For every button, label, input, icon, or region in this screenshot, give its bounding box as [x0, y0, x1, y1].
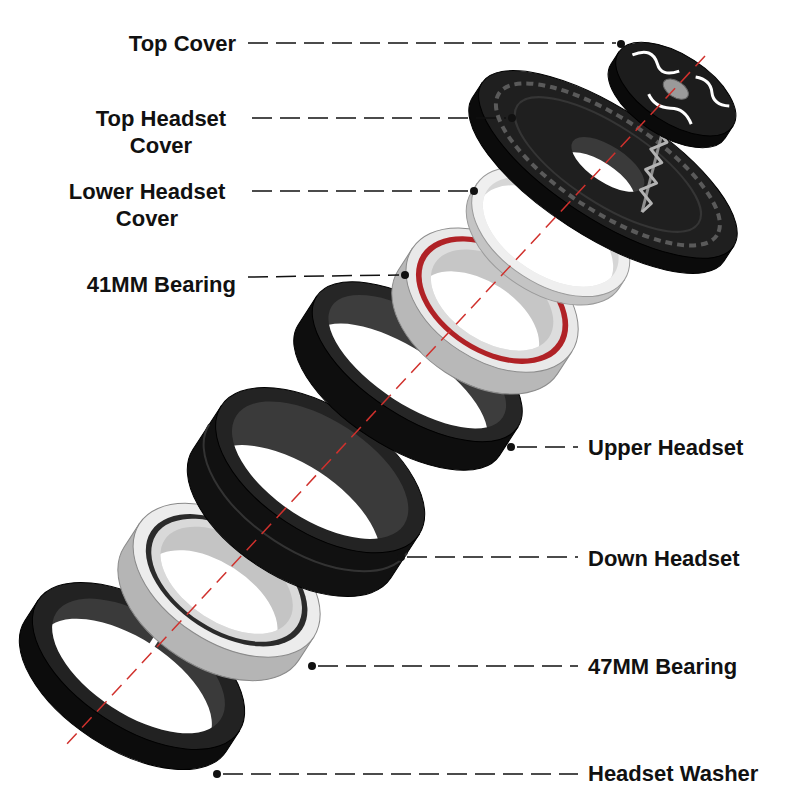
label-anchor: Down Headset	[588, 545, 793, 572]
label-anchor: 41MM Bearing	[16, 271, 236, 298]
label-anchor: Upper Headset	[588, 434, 793, 461]
center-axis	[65, 56, 705, 746]
label-anchor: Top Headset Cover	[81, 105, 241, 159]
label-anchor: 47MM Bearing	[588, 653, 793, 680]
part-label: Top Headset Cover	[81, 105, 241, 159]
part-label: Top Cover	[16, 30, 236, 57]
label-anchor: Top Cover	[16, 30, 236, 57]
leader-dots	[213, 40, 625, 778]
part-label: Down Headset	[588, 545, 793, 572]
label-anchor: Lower Headset Cover	[52, 178, 242, 232]
leader-lines	[223, 43, 616, 774]
part-label: 47MM Bearing	[588, 653, 793, 680]
part-label: 41MM Bearing	[16, 271, 236, 298]
label-anchor: Headset Washer	[588, 760, 793, 787]
part-label: Headset Washer	[588, 760, 793, 787]
part-label: Lower Headset Cover	[52, 178, 242, 232]
part-label: Upper Headset	[588, 434, 793, 461]
top-cover-part	[593, 24, 752, 167]
